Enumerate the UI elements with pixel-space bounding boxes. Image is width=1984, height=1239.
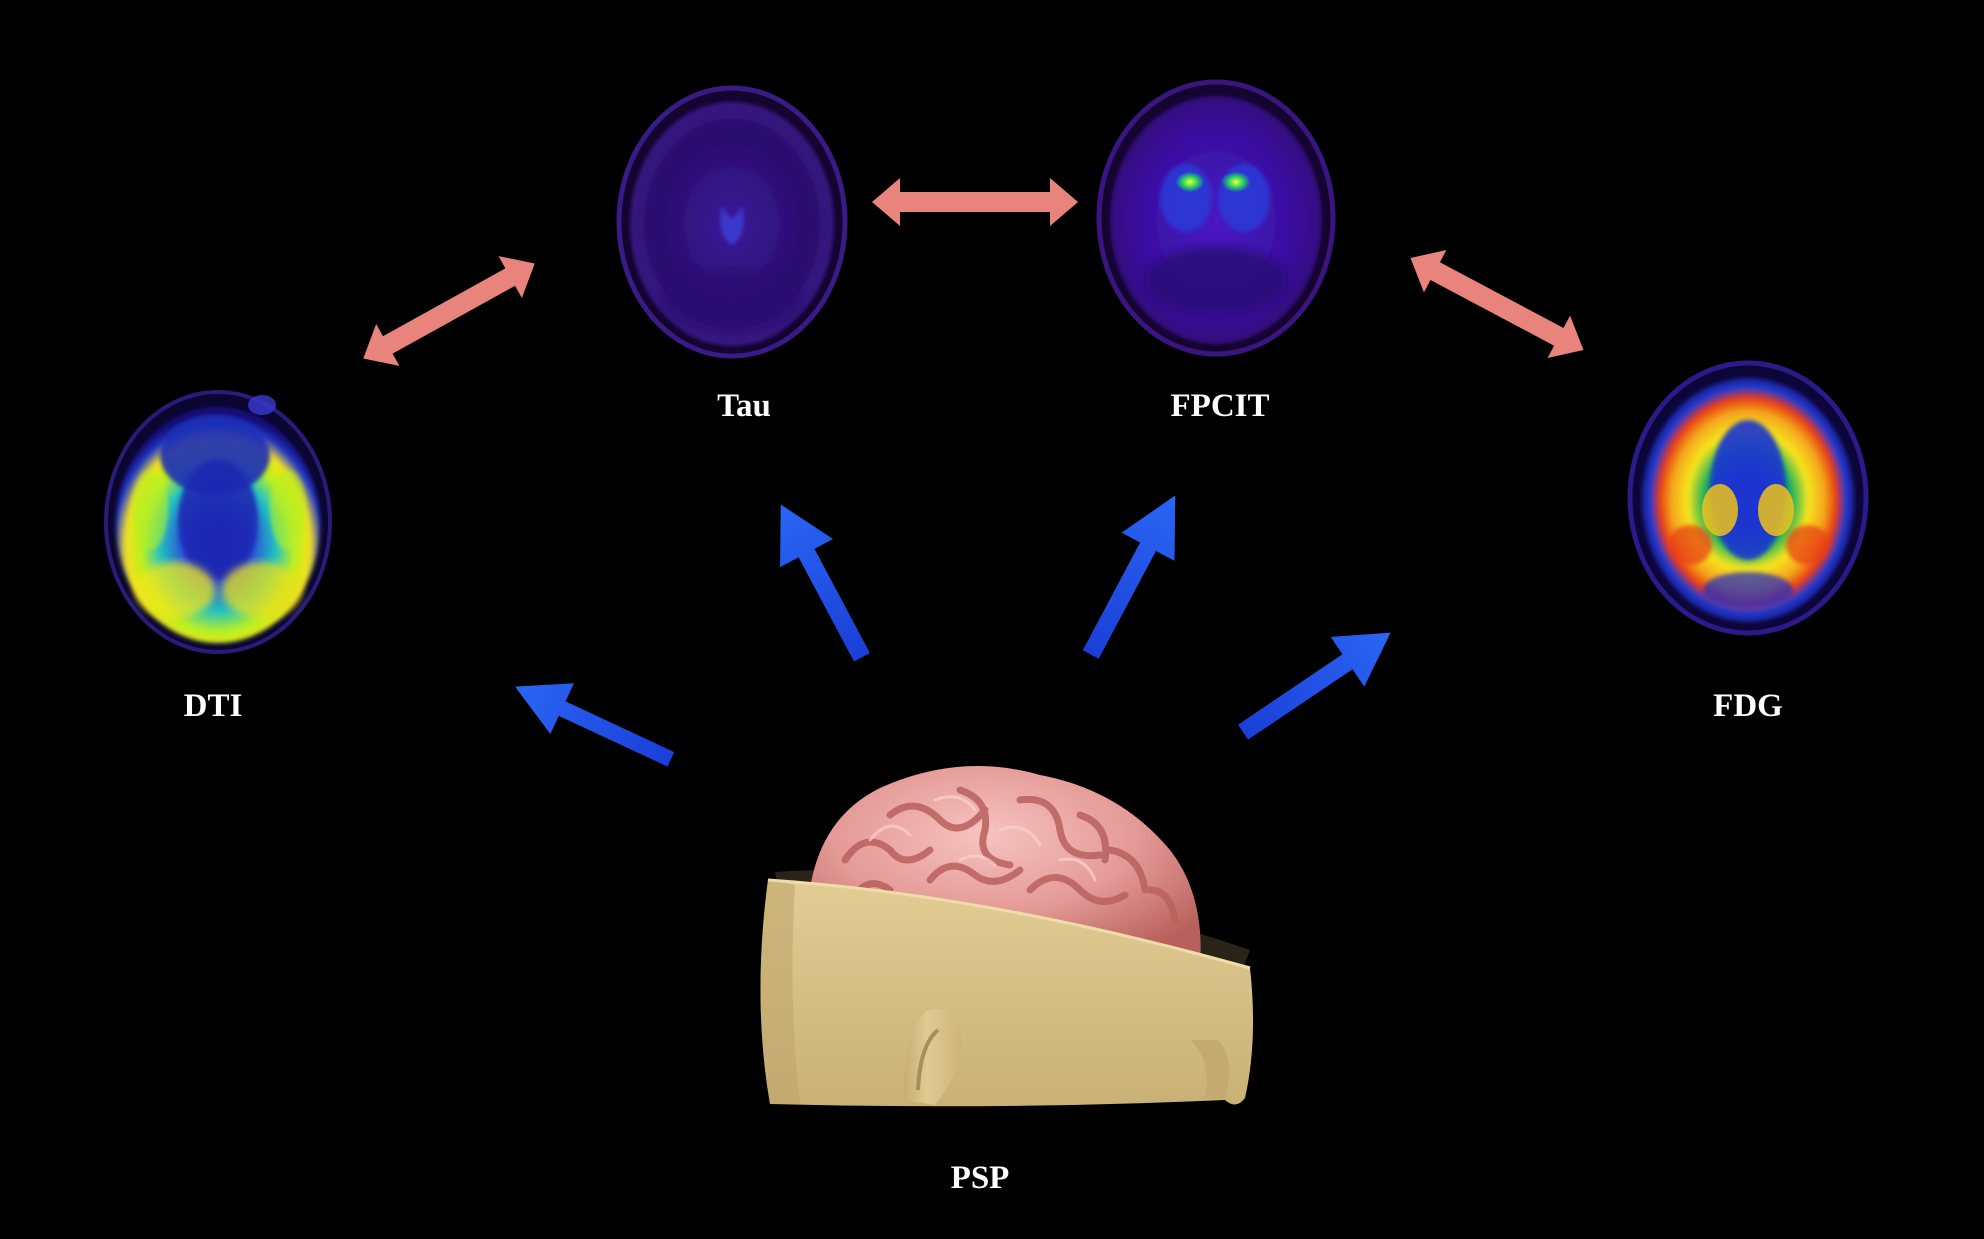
fpcit-spect-scan: [1096, 79, 1336, 357]
dti-label: DTI: [183, 688, 243, 724]
psp-label: PSP: [950, 1160, 1010, 1196]
dti-tau-link-arrow: [363, 256, 535, 366]
tau-label: Tau: [717, 388, 771, 424]
fdg-label: FDG: [1713, 688, 1783, 724]
dti-brain-scan: [104, 390, 332, 654]
psp-to-dti-arrow: [515, 683, 675, 767]
psp-to-fdg-arrow: [1238, 632, 1391, 740]
tau-pet-scan: [616, 85, 848, 359]
tau-fpcit-link-arrow: [872, 178, 1078, 226]
psp-to-tau-arrow: [780, 504, 870, 662]
fpcit-fdg-link-arrow: [1410, 249, 1584, 359]
fpcit-label: FPCIT: [1170, 388, 1270, 424]
fdg-pet-scan: [1627, 360, 1869, 636]
psp-head-illustration: [760, 766, 1254, 1107]
psp-to-fpcit-arrow: [1082, 495, 1176, 659]
